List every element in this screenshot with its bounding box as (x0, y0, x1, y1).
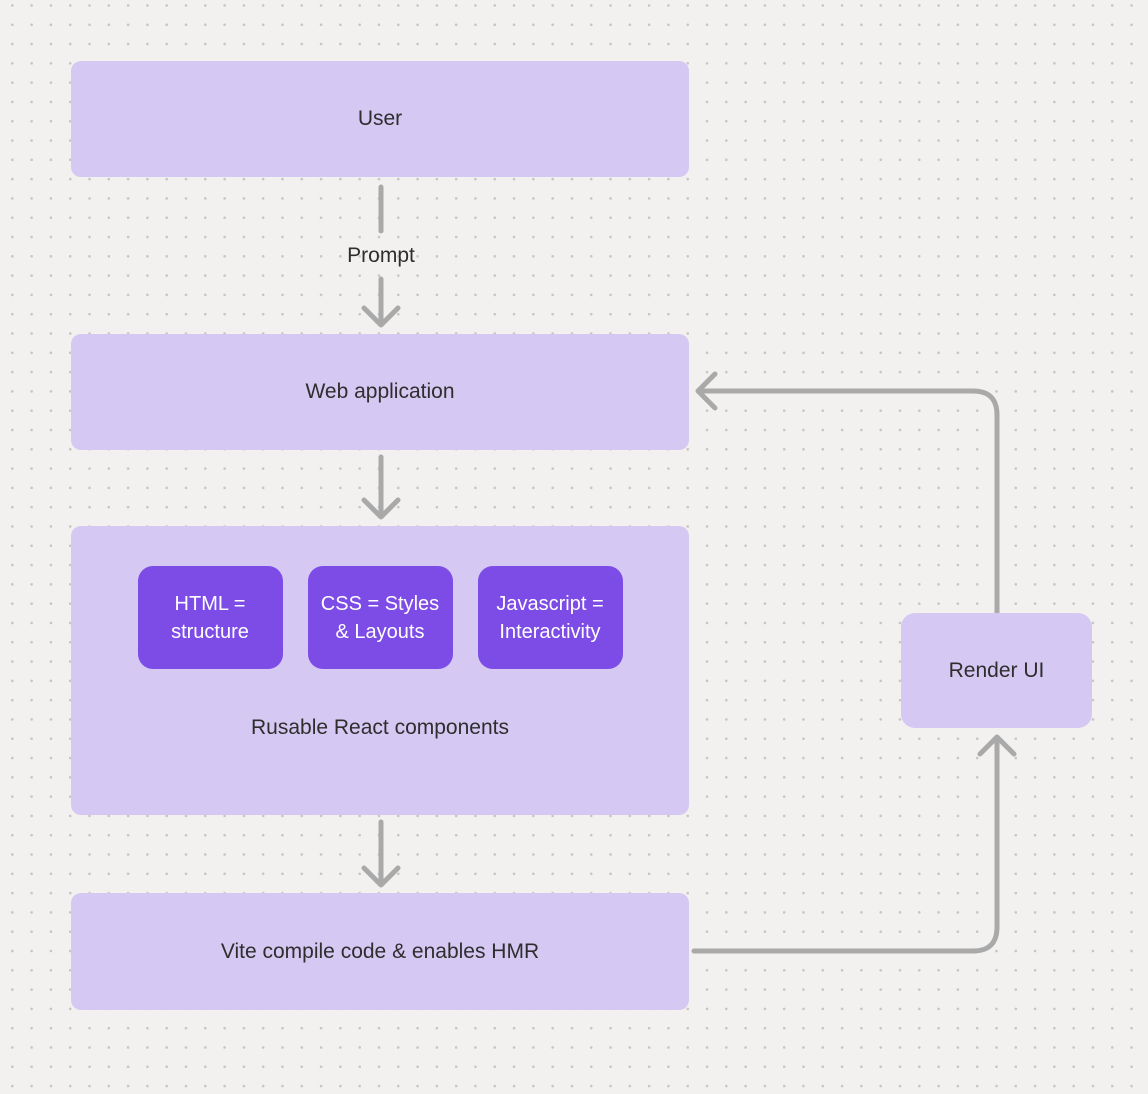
arrowhead-down-icon (361, 865, 401, 888)
node-render-ui[interactable]: Render UI (901, 613, 1092, 728)
edge-line (691, 738, 1000, 954)
components-chip-row: HTML = structure CSS = Styles & Layouts … (71, 566, 689, 669)
arrowhead-up-icon (977, 734, 1017, 757)
edge-web-application-to-components[interactable] (361, 454, 401, 520)
components-caption: Rusable React components (251, 716, 509, 739)
node-vite[interactable]: Vite compile code & enables HMR (71, 893, 689, 1010)
chip-css-label: CSS = Styles & Layouts (320, 592, 440, 643)
edge-user-to-web-application[interactable] (361, 184, 401, 328)
node-render-ui-label: Render UI (948, 658, 1045, 682)
edge-line (698, 388, 1000, 616)
node-user[interactable]: User (71, 61, 689, 177)
chip-html-label: HTML = structure (171, 592, 249, 643)
node-components-container[interactable]: HTML = structure CSS = Styles & Layouts … (71, 526, 689, 815)
node-web-application-label: Web application (305, 380, 455, 403)
chip-html[interactable]: HTML = structure (137, 566, 283, 669)
node-vite-label: Vite compile code & enables HMR (220, 939, 540, 963)
edge-vite-to-render-ui[interactable] (691, 734, 1017, 954)
edge-components-to-vite[interactable] (361, 819, 401, 888)
chip-css[interactable]: CSS = Styles & Layouts (307, 566, 453, 669)
arrowhead-down-icon (361, 305, 401, 328)
chip-javascript-label: Javascript = Interactivity (496, 592, 604, 643)
node-user-label: User (357, 107, 403, 130)
arrowhead-down-icon (361, 497, 401, 520)
edge-render-ui-to-web-application[interactable] (695, 371, 1000, 616)
edge-label-prompt: Prompt (347, 244, 415, 267)
node-web-application[interactable]: Web application (71, 334, 689, 450)
arrowhead-left-icon (695, 371, 718, 411)
chip-javascript[interactable]: Javascript = Interactivity (477, 566, 623, 669)
